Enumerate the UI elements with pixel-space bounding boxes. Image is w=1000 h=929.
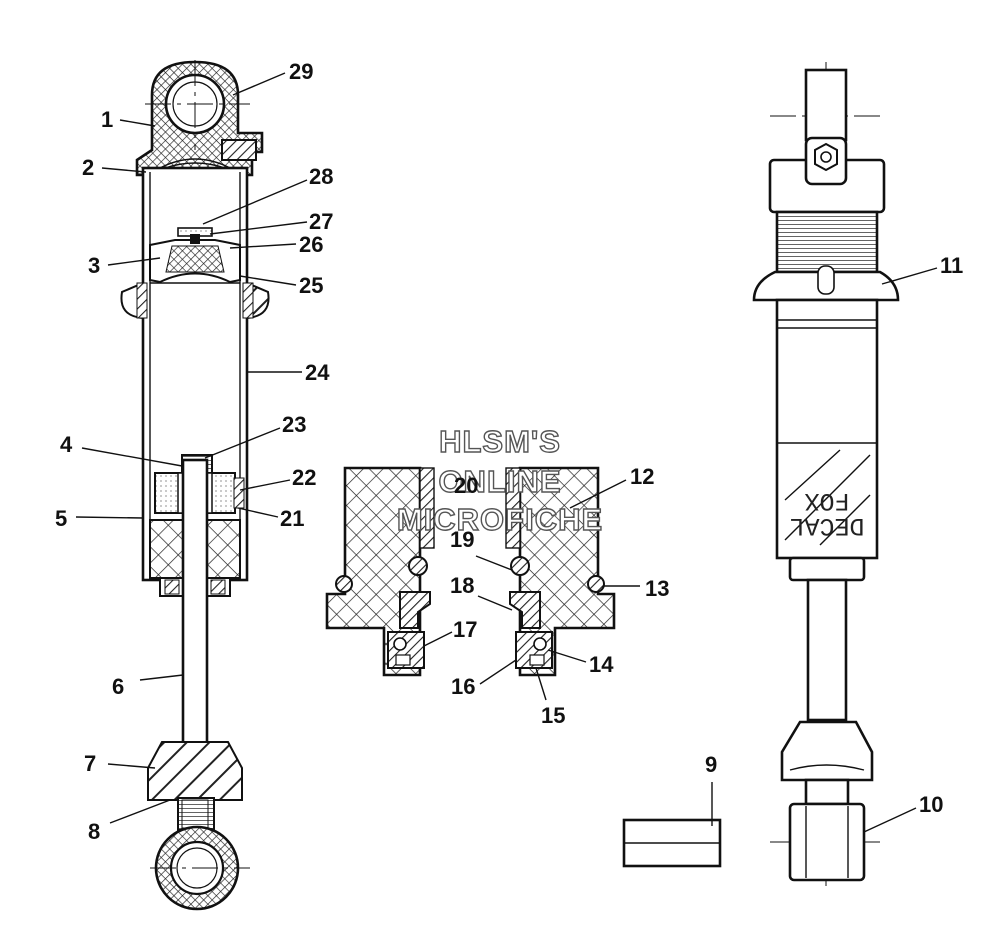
callout-1: 1 bbox=[101, 107, 113, 132]
o-ring-19-left bbox=[408, 556, 428, 576]
watermark-line3: MICROFICHE bbox=[397, 502, 603, 537]
callout-27: 27 bbox=[309, 209, 333, 234]
watermark-line2: ONLINE bbox=[438, 464, 561, 499]
callout-7: 7 bbox=[84, 751, 96, 776]
callout-13: 13 bbox=[645, 576, 669, 601]
left-shock-section bbox=[120, 60, 270, 911]
callout-5: 5 bbox=[55, 506, 67, 531]
top-mount-stub bbox=[804, 68, 848, 142]
callout-17: 17 bbox=[453, 617, 477, 642]
callout-28: 28 bbox=[309, 164, 333, 189]
seal-head-detail bbox=[325, 466, 616, 677]
callout-20: 20 bbox=[454, 473, 478, 498]
callout-8: 8 bbox=[88, 819, 100, 844]
callout-15: 15 bbox=[541, 703, 565, 728]
part-9-bushing bbox=[622, 818, 722, 868]
decal-label: DECAL FOX bbox=[789, 486, 864, 540]
decal-text-line2: FOX bbox=[804, 486, 849, 515]
decal-text-line1: DECAL bbox=[789, 511, 864, 540]
reservoir-fitting bbox=[221, 139, 257, 161]
decal-hatch bbox=[784, 449, 871, 546]
right-shock-exterior bbox=[752, 62, 900, 890]
callout-16: 16 bbox=[451, 674, 475, 699]
lower-body-nut bbox=[788, 556, 866, 582]
callout-12: 12 bbox=[630, 464, 654, 489]
callout-10: 10 bbox=[919, 792, 943, 817]
callout-14: 14 bbox=[589, 652, 614, 677]
callout-labels: 29 1 2 28 27 26 3 25 24 23 4 22 21 5 6 7… bbox=[55, 59, 963, 844]
watermark: HLSM'S ONLINE MICROFICHE bbox=[396, 423, 603, 537]
leader-lines bbox=[75, 72, 938, 833]
callout-2: 2 bbox=[82, 155, 94, 180]
o-ring-13-left bbox=[335, 575, 353, 593]
right-shaft bbox=[806, 578, 848, 722]
shaft-eyelet-boot bbox=[147, 741, 243, 801]
callout-25: 25 bbox=[299, 273, 323, 298]
right-eyelet-boot bbox=[780, 720, 874, 782]
right-bottom-eyelet bbox=[788, 802, 866, 882]
shock-body bbox=[775, 298, 879, 560]
callout-26: 26 bbox=[299, 232, 323, 257]
callout-21: 21 bbox=[280, 506, 304, 531]
callout-9: 9 bbox=[705, 752, 717, 777]
callout-22: 22 bbox=[292, 465, 316, 490]
watermark-line1: HLSM'S bbox=[439, 424, 561, 459]
callout-4: 4 bbox=[60, 432, 73, 457]
callout-24: 24 bbox=[305, 360, 330, 385]
seal-head-right-half bbox=[518, 466, 616, 677]
callout-18: 18 bbox=[450, 573, 474, 598]
callout-6: 6 bbox=[112, 674, 124, 699]
threaded-body bbox=[775, 210, 879, 274]
callout-19: 19 bbox=[450, 527, 474, 552]
o-ring-19-right bbox=[510, 556, 530, 576]
callout-11: 11 bbox=[940, 253, 963, 278]
callout-23: 23 bbox=[282, 412, 306, 437]
o-ring-13-right bbox=[587, 575, 605, 593]
callout-29: 29 bbox=[289, 59, 313, 84]
callout-3: 3 bbox=[88, 253, 100, 278]
